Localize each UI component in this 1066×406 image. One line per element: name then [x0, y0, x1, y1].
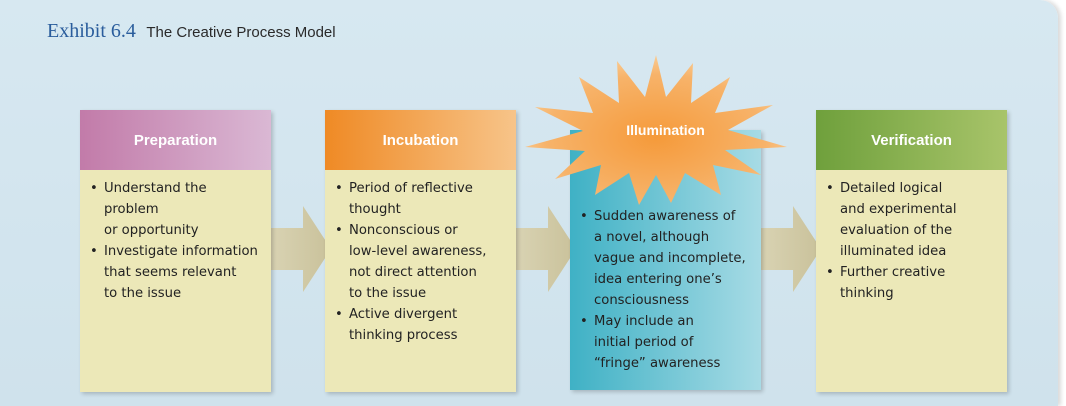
- arrow-right-icon: [516, 206, 576, 292]
- stage-header: Preparation: [80, 110, 271, 170]
- stage-bullets: Sudden awareness ofa novel, althoughvagu…: [580, 206, 755, 374]
- exhibit-number: Exhibit 6.4: [47, 20, 136, 42]
- arrow-right-icon: [271, 206, 331, 292]
- bullet-item: Sudden awareness ofa novel, althoughvagu…: [580, 206, 755, 311]
- arrow-right-icon: [761, 206, 821, 292]
- starburst-icon: [525, 55, 787, 205]
- stage-header: Verification: [816, 110, 1007, 170]
- stage-header: Incubation: [325, 110, 516, 170]
- exhibit-subtitle: The Creative Process Model: [146, 24, 336, 41]
- exhibit-title: Exhibit 6.4 The Creative Process Model: [47, 20, 336, 43]
- stage-header: Illumination: [626, 122, 705, 138]
